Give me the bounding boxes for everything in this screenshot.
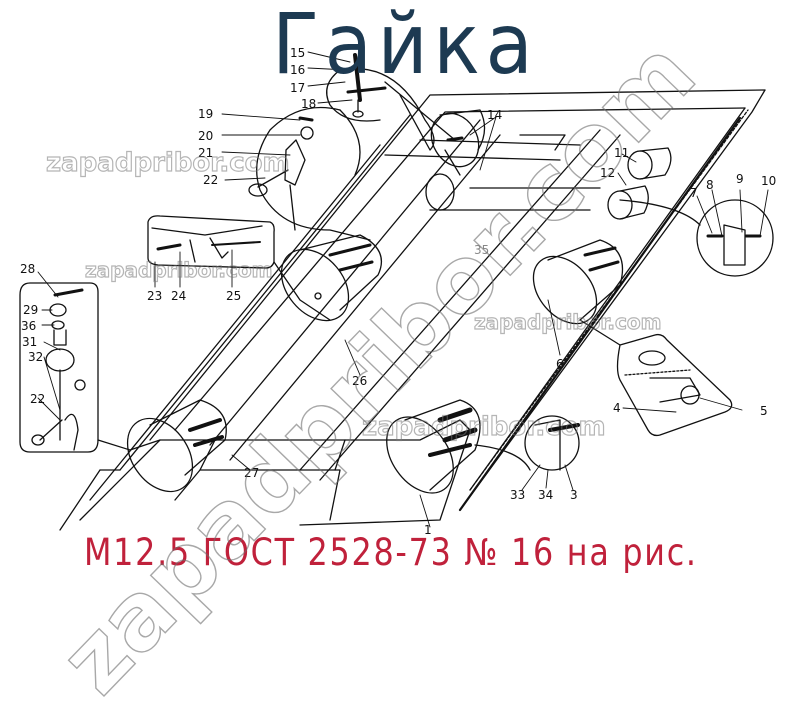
detail-circle-7-10 <box>619 199 774 277</box>
callout-1: 1 <box>424 523 432 537</box>
callout-35: 35 <box>474 243 490 257</box>
callout-16: 16 <box>290 63 306 77</box>
detail-box-28-32 <box>19 282 161 453</box>
callout-15: 15 <box>290 46 306 60</box>
cylinder-6 <box>532 239 624 325</box>
callout-32: 32 <box>28 350 44 364</box>
callout-31: 31 <box>22 335 38 349</box>
leader-lines <box>37 51 769 528</box>
callout-17: 17 <box>290 81 306 95</box>
detail-circle-15-18 <box>326 53 456 151</box>
callout-28: 28 <box>20 262 36 276</box>
page-title: Гайка <box>272 0 539 93</box>
cylinder-group-11-12 <box>607 147 672 220</box>
callout-9: 9 <box>736 172 744 186</box>
callout-34: 34 <box>538 488 554 502</box>
detail-plate-4-5 <box>579 319 733 437</box>
callout-21: 21 <box>198 146 214 160</box>
callout-19: 19 <box>198 107 214 121</box>
detail-box-23-25 <box>147 215 331 321</box>
callout-5: 5 <box>760 404 768 418</box>
callout-4: 4 <box>613 401 621 415</box>
callout-23: 23 <box>147 289 163 303</box>
cylinder-26 <box>280 234 383 322</box>
callout-18: 18 <box>301 97 317 111</box>
callout-14: 14 <box>487 108 503 122</box>
callout-33: 33 <box>510 488 526 502</box>
callout-3: 3 <box>570 488 578 502</box>
callout-7: 7 <box>690 186 698 200</box>
callout-24: 24 <box>171 289 187 303</box>
callout-29: 29 <box>23 303 39 317</box>
callout-26: 26 <box>352 374 368 388</box>
callout-6: 6 <box>556 357 564 371</box>
callout-36: 36 <box>21 319 37 333</box>
callout-20: 20 <box>198 129 214 143</box>
cylinder-group-14 <box>425 109 486 211</box>
callout-22-top: 22 <box>203 173 219 187</box>
frame-rails <box>59 89 766 531</box>
callout-8: 8 <box>706 178 714 192</box>
callout-25: 25 <box>226 289 242 303</box>
detail-circle-33-34-3 <box>474 415 580 471</box>
callout-12: 12 <box>600 166 616 180</box>
callout-11: 11 <box>614 146 630 160</box>
callout-10: 10 <box>761 174 777 188</box>
callout-27: 27 <box>244 466 260 480</box>
cylinder-1 <box>386 399 481 494</box>
cylinder-27 <box>126 399 227 493</box>
part-designation: М12.5 ГОСТ 2528-73 № 16 на рис. <box>84 531 698 574</box>
exploded-view-drawing <box>19 51 774 531</box>
detail-circle-19-22 <box>248 106 371 241</box>
callout-22-left: 22 <box>30 392 46 406</box>
